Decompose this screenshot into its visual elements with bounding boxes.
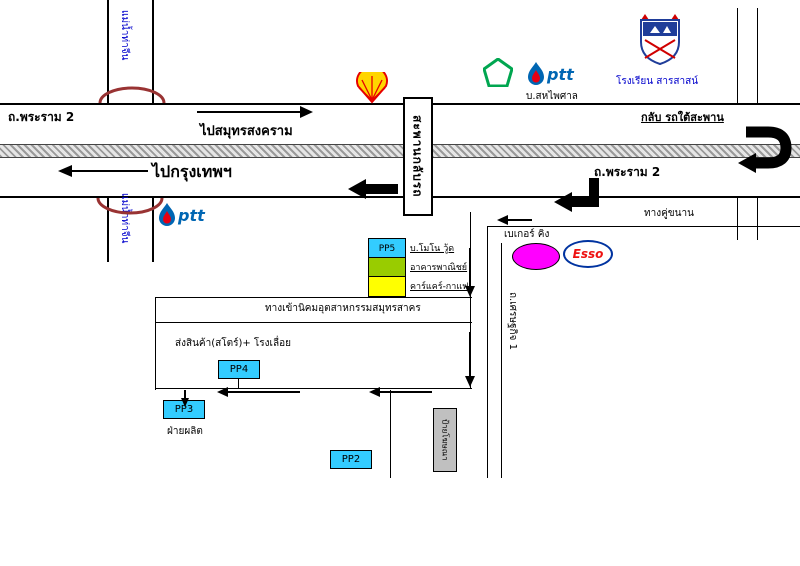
ptt-wordmark: ptt <box>547 64 574 84</box>
pp4-label: PP4 <box>229 364 249 375</box>
overpass-sign: สะพานกลับรถ <box>403 97 433 216</box>
legend-box-green <box>368 257 406 278</box>
factory-road-line <box>390 390 391 478</box>
river-label-top: แม่น้ำท่าจีน <box>119 10 130 61</box>
esso-logo-icon: Esso <box>563 240 613 268</box>
river-bank-line <box>152 198 154 262</box>
right-side-road-line <box>757 198 758 240</box>
river-label-bottom: แม่น้ำท่าจีน <box>119 193 130 244</box>
legend-label-carcare: คาร์แคร์-กาแฟ <box>410 282 469 292</box>
school-crest-icon <box>637 12 683 72</box>
baker-king-label: เบเกอร์ คิง <box>504 229 550 240</box>
building-pp4: PP4 <box>218 360 260 379</box>
ptt-station-lower: ptt <box>158 203 205 227</box>
legend-box-yellow <box>368 276 406 297</box>
legend-label-commercial: อาคารพาณิชย์ <box>410 263 468 273</box>
right-side-road-line <box>737 198 738 240</box>
highway-bottom-edge <box>0 196 800 198</box>
billboard-sign: ป้ายโฆษณา <box>433 408 457 472</box>
estate-entrance-label: ทางเข้านิคมอุตสาหกรรมสมุทรสาคร <box>265 303 421 314</box>
production-dept-label: ฝ่ายผลิต <box>167 426 203 437</box>
rama2-label-right: ถ.พระราม 2 <box>594 165 661 179</box>
to-bangkok-label: ไปกรุงเทพฯ <box>152 162 232 181</box>
legend-pp5-label: PP5 <box>378 243 396 254</box>
building-pp2: PP2 <box>330 450 372 469</box>
magenta-oval-icon <box>512 243 560 270</box>
pp3-label: PP3 <box>174 404 194 415</box>
arrow-left-icon <box>58 165 148 177</box>
route-soi-line <box>470 212 471 388</box>
ptt-station-top: ptt <box>527 62 574 86</box>
fat-arrow-turn-icon <box>554 178 599 212</box>
factory-area-road-line <box>155 297 156 390</box>
parallel-road-line <box>487 226 800 227</box>
esso-wordmark: Esso <box>572 247 604 261</box>
store-sawmill-label: ส่งสินค้า(สโตร์)+ โรงเลื่อย <box>175 338 291 349</box>
factory-road-line <box>155 388 472 389</box>
building-pp3: PP3 <box>163 400 205 419</box>
setthakit-road-label: ถ.เศรษฐกิจ 1 <box>507 292 518 350</box>
estate-entrance-road-line <box>155 322 472 323</box>
rama2-label-left: ถ.พระราม 2 <box>8 110 75 124</box>
ptt-wordmark: ptt <box>178 205 205 225</box>
overpass-sign-label: สะพานกลับรถ <box>410 115 425 198</box>
pp2-label: PP2 <box>341 454 361 465</box>
ptt-flame-icon <box>528 62 544 85</box>
saha-paisan-label: บ.สหไพศาล <box>526 91 578 102</box>
legend-label-mono-wood: บ.โมโน วู้ด <box>410 244 455 254</box>
pp4-connector-line <box>238 377 239 388</box>
right-side-road-line <box>757 8 758 103</box>
uturn-note-label: กลับ รถใต้สะพาน <box>641 111 724 124</box>
river-bank-line <box>107 0 109 103</box>
river-bank-line <box>152 0 154 103</box>
legend-box-pp5: PP5 <box>368 238 406 259</box>
ptt-flame-icon <box>159 203 175 226</box>
highway-top-edge <box>0 103 800 105</box>
arrow-right-icon <box>197 106 313 118</box>
school-label: โรงเรียน สารสาสน์ <box>616 76 699 87</box>
to-samut-songkhram-label: ไปสมุทรสงคราม <box>200 124 293 139</box>
bridge-arc-icon <box>98 86 166 104</box>
setthakit-road-line <box>501 243 502 478</box>
setthakit-road-line <box>487 226 488 478</box>
billboard-label: ป้ายโฆษณา <box>440 419 450 461</box>
shell-logo-icon <box>355 66 389 108</box>
river-bank-line <box>107 198 109 262</box>
estate-entrance-road-line <box>155 297 472 298</box>
highway-median <box>0 144 800 158</box>
green-pentagon-icon <box>482 57 514 91</box>
parallel-road-label: ทางคู่ขนาน <box>644 208 694 219</box>
arrow-left-small-icon <box>497 215 532 225</box>
right-side-road-line <box>737 8 738 103</box>
